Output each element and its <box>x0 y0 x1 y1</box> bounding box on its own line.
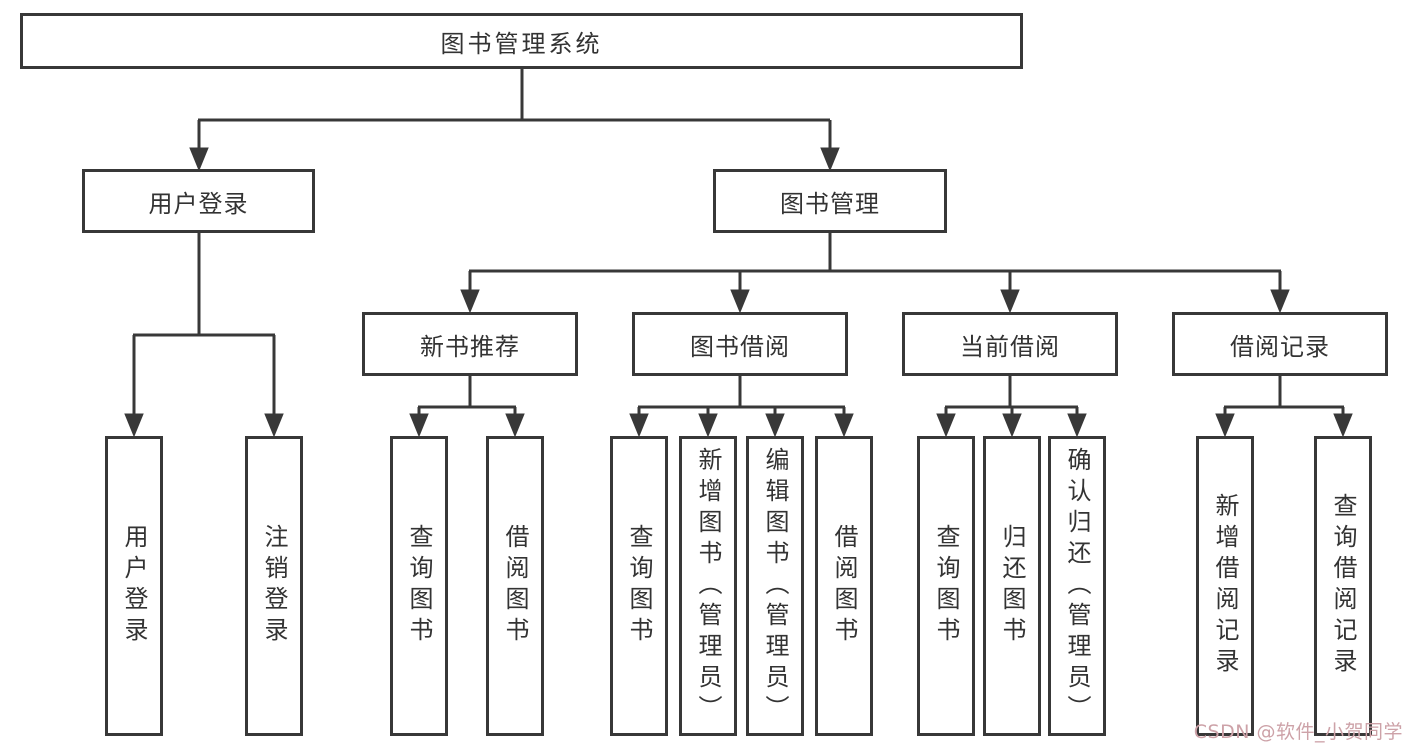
node-book-management: 图书管理 <box>713 169 947 233</box>
arrowhead <box>730 289 750 314</box>
leaf-edit-book-admin-label: 编辑图书（管理员） <box>761 446 789 726</box>
arrowhead <box>1002 413 1022 438</box>
leaf-query-books-current: 查询图书 <box>917 436 975 736</box>
arrowhead <box>505 413 525 438</box>
arrowhead <box>820 147 840 172</box>
node-new-book-recommend-label: 新书推荐 <box>420 332 520 361</box>
leaf-query-books-recommend-label: 查询图书 <box>405 524 433 648</box>
arrowhead <box>765 413 785 438</box>
leaf-query-books-recommend: 查询图书 <box>390 436 448 736</box>
node-new-book-recommend: 新书推荐 <box>362 312 578 376</box>
leaf-confirm-return-admin-label: 确认归还（管理员） <box>1063 446 1091 726</box>
leaf-query-books-current-label: 查询图书 <box>932 524 960 648</box>
node-book-management-label: 图书管理 <box>780 189 880 218</box>
leaf-borrow-books-recommend-label: 借阅图书 <box>501 524 529 648</box>
leaf-return-books: 归还图书 <box>983 436 1041 736</box>
branch-borrow-records-connectors <box>1215 376 1353 438</box>
node-current-borrow-label: 当前借阅 <box>960 332 1060 361</box>
leaf-user-login: 用户登录 <box>105 436 163 736</box>
leaf-query-books-borrow-label: 查询图书 <box>625 524 653 648</box>
branch-user-login-connectors <box>124 232 284 438</box>
arrowhead <box>189 147 209 172</box>
leaf-add-book-admin: 新增图书（管理员） <box>679 436 737 736</box>
node-borrow-records: 借阅记录 <box>1172 312 1388 376</box>
arrowhead <box>698 413 718 438</box>
leaf-confirm-return-admin: 确认归还（管理员） <box>1048 436 1106 736</box>
arrowhead <box>1270 289 1290 314</box>
leaf-add-borrow-record-label: 新增借阅记录 <box>1211 493 1239 679</box>
node-root: 图书管理系统 <box>20 13 1023 69</box>
leaf-borrow-books-recommend: 借阅图书 <box>486 436 544 736</box>
branch-book-management-connectors <box>460 232 1290 314</box>
leaf-borrow-books-label: 借阅图书 <box>830 524 858 648</box>
branch-root-connectors <box>189 68 840 172</box>
leaf-borrow-books: 借阅图书 <box>815 436 873 736</box>
leaf-edit-book-admin: 编辑图书（管理员） <box>746 436 804 736</box>
branch-book-borrow-connectors <box>629 376 854 438</box>
arrowhead <box>1333 413 1353 438</box>
arrowhead <box>629 413 649 438</box>
node-user-login: 用户登录 <box>82 169 315 233</box>
node-current-borrow: 当前借阅 <box>902 312 1118 376</box>
arrowhead <box>1215 413 1235 438</box>
arrowhead <box>124 413 144 438</box>
leaf-user-login-label: 用户登录 <box>120 524 148 648</box>
arrowhead <box>1000 289 1020 314</box>
leaf-add-borrow-record: 新增借阅记录 <box>1196 436 1254 736</box>
arrowhead <box>834 413 854 438</box>
arrowhead <box>460 289 480 314</box>
node-root-label: 图书管理系统 <box>440 29 603 58</box>
leaf-add-book-admin-label: 新增图书（管理员） <box>694 446 722 726</box>
node-user-login-label: 用户登录 <box>148 189 249 218</box>
csdn-watermark: CSDN @软件_小贺同学 <box>1193 721 1403 743</box>
arrowhead <box>1067 413 1087 438</box>
node-book-borrow-label: 图书借阅 <box>690 332 790 361</box>
arrowhead <box>936 413 956 438</box>
node-borrow-records-label: 借阅记录 <box>1230 332 1330 361</box>
leaf-query-borrow-record-label: 查询借阅记录 <box>1329 493 1357 679</box>
node-book-borrow: 图书借阅 <box>632 312 848 376</box>
arrowhead <box>409 413 429 438</box>
arrowhead <box>264 413 284 438</box>
leaf-query-books-borrow: 查询图书 <box>610 436 668 736</box>
branch-current-borrow-connectors <box>936 376 1087 438</box>
branch-new-book-recommend-connectors <box>409 376 525 438</box>
leaf-return-books-label: 归还图书 <box>998 524 1026 648</box>
leaf-query-borrow-record: 查询借阅记录 <box>1314 436 1372 736</box>
leaf-logout-label: 注销登录 <box>260 524 288 648</box>
leaf-logout: 注销登录 <box>245 436 303 736</box>
